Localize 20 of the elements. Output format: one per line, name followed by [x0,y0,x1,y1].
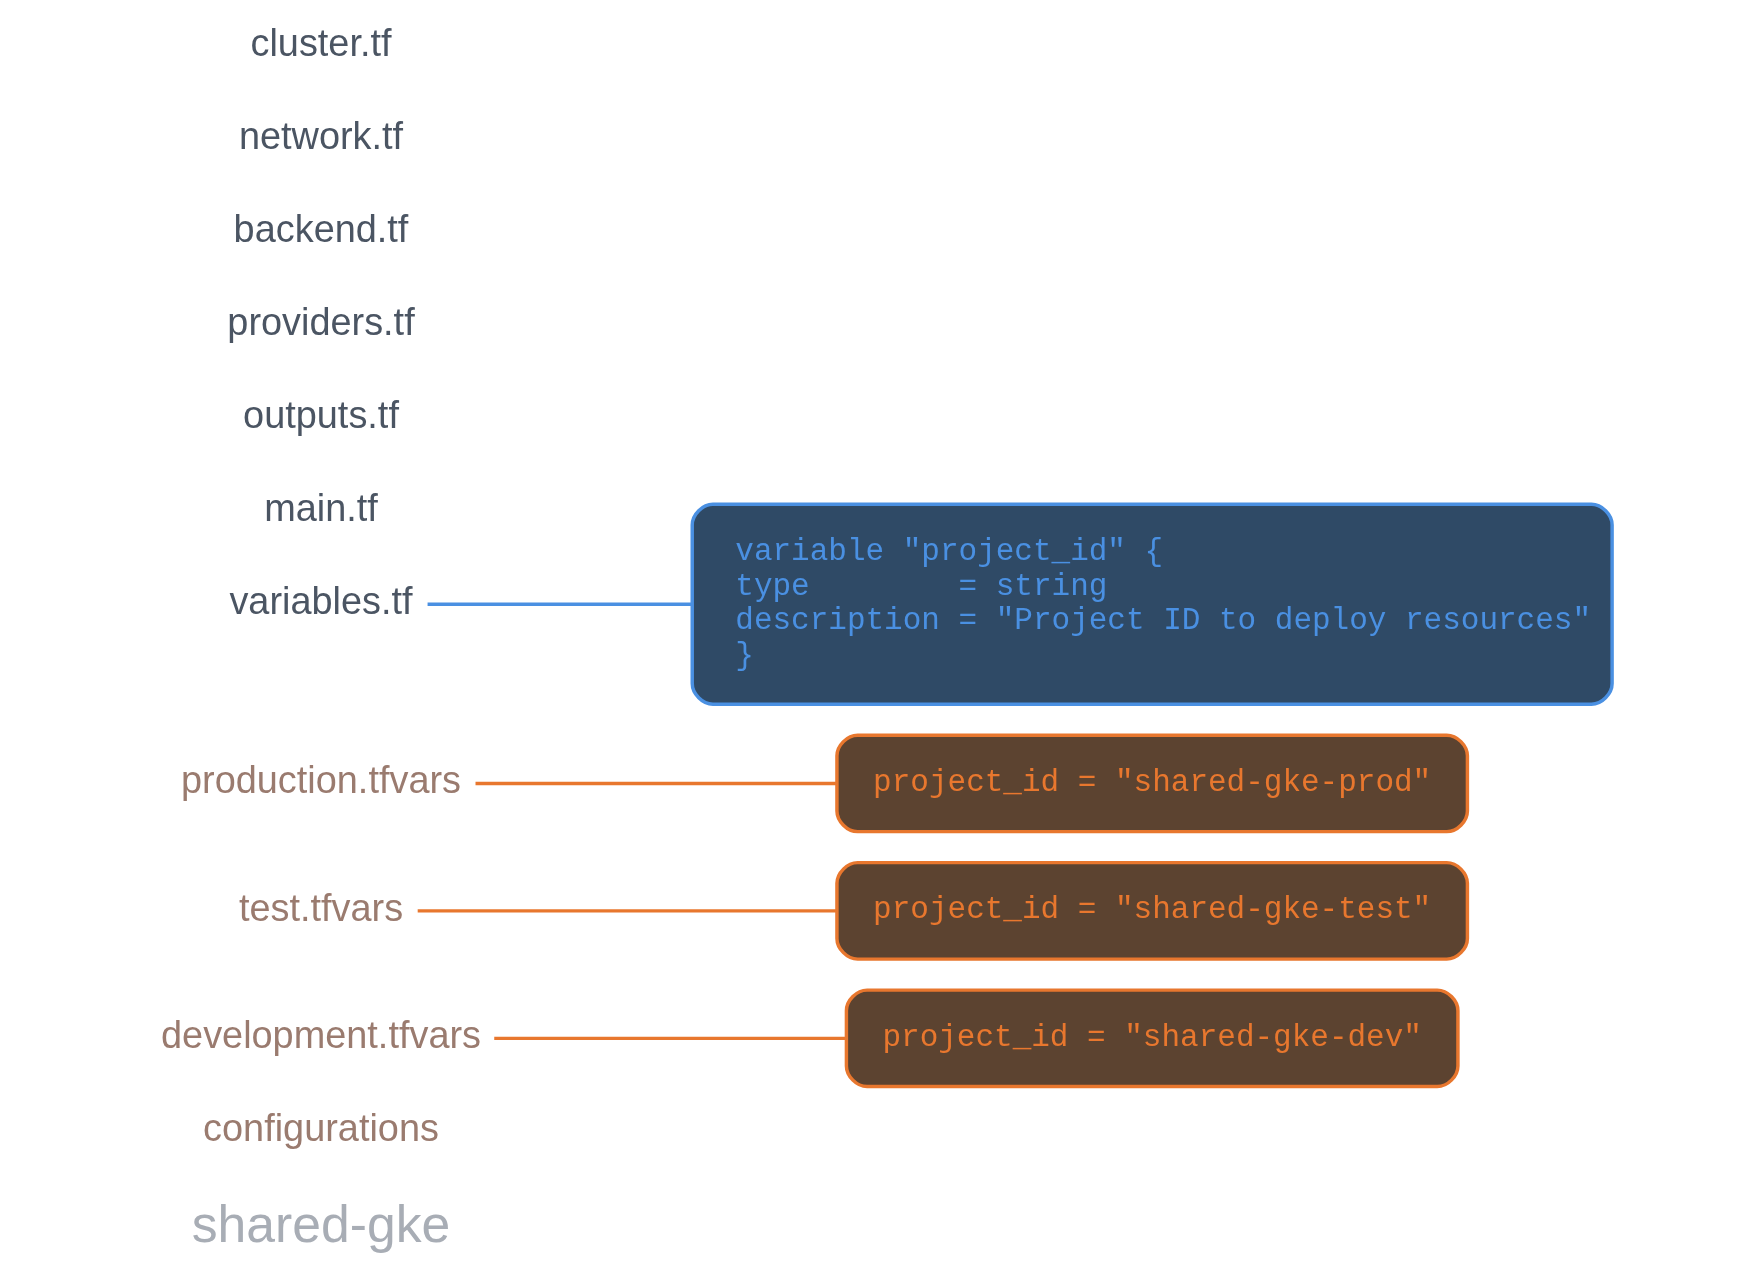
node-box: variable "project_id" { type = string description = "Project ID to deploy resources" } [690,502,1614,706]
connector [427,602,693,606]
node-text: shared-gke [191,1195,451,1254]
node-text: outputs.tf [243,393,399,436]
node-text: providers.tf [227,300,415,343]
node-text: test.tfvars [238,886,404,929]
node-box: project_id = "shared-gke-dev" [844,988,1460,1089]
node-box: project_id = "shared-gke-prod" [835,733,1470,834]
node-text: development.tfvars [161,1014,482,1056]
node-box: project_id = "shared-gke-test" [835,860,1470,961]
connector [475,781,837,786]
node-text: main.tf [264,486,378,529]
node-text: network.tf [238,114,404,157]
node-text: production.tfvars [181,759,462,802]
node-text: backend.tf [233,207,409,250]
node-text: cluster.tf [250,21,392,64]
node-text: variables.tf [229,579,413,622]
connector [494,1036,847,1041]
connector [417,909,837,913]
node-text: configurations [203,1107,439,1150]
